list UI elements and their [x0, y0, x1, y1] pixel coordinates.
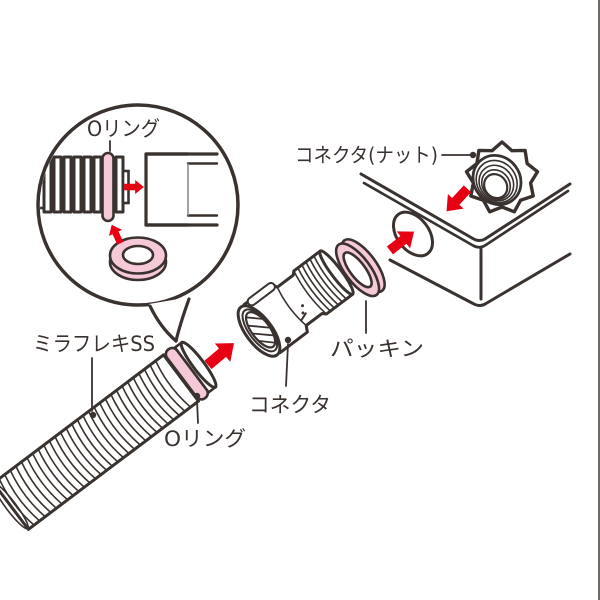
callouts: コネクタ(ナット) ミラフレキSS Oリング コネクタ パッキン: [33, 143, 477, 451]
inset-tail-fill: [149, 297, 190, 343]
nut-insert-arrow-icon: [438, 181, 476, 219]
oring-label: Oリング: [164, 427, 246, 451]
connector-socket-opening: [236, 304, 282, 358]
nut-thread-rings: [471, 154, 523, 206]
leader-dot: [89, 411, 97, 419]
connector-label: コネクタ: [249, 393, 331, 417]
inset-tail: [174, 297, 191, 343]
inset-oring-ring: [108, 236, 168, 282]
leader-dot: [284, 336, 292, 344]
connector-body: [236, 249, 355, 358]
enclosure-panel: [359, 172, 572, 307]
inset-oring-band: [101, 151, 115, 223]
connector-latch-dot: [301, 304, 305, 308]
flex-conduit-label: ミラフレキSS: [33, 332, 155, 356]
packing-label: パッキン: [330, 337, 424, 361]
inset-connector-cutaway: [144, 152, 219, 227]
inset-tail: [148, 304, 178, 343]
connector-latch: [300, 312, 307, 322]
inset-corrugated-tube: [40, 151, 130, 223]
lock-nut: [464, 140, 540, 214]
leader-dot: [193, 392, 201, 400]
tube-end-opening: [179, 340, 218, 389]
leader-dot: [469, 151, 477, 159]
connector-thread-end: [318, 249, 355, 296]
corrugated-tube: [0, 340, 218, 531]
connector-latch-dot: [301, 311, 305, 315]
packing-ring: [334, 238, 386, 298]
detail-inset-bubble: Oリング: [36, 103, 240, 343]
tube-corrugation-lines: [0, 360, 191, 526]
connector-nut-label: コネクタ(ナット): [295, 143, 438, 167]
inset-oring-label: Oリング: [87, 117, 160, 141]
connector-slot: [246, 281, 276, 307]
